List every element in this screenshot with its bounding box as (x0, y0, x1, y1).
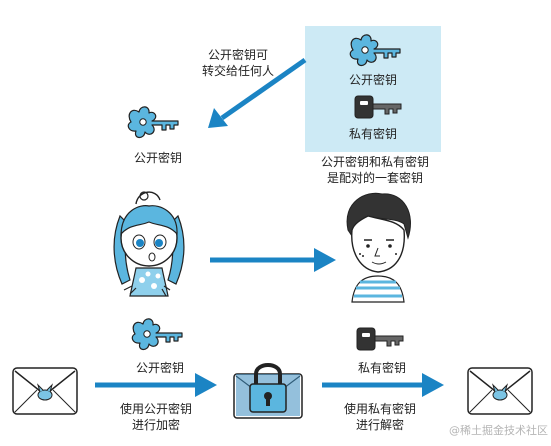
panel-private-key-label: 私有密钥 (348, 127, 397, 141)
left-public-key-label: 公开密钥 (133, 151, 182, 165)
bottom-public-key-label: 公开密钥 (135, 361, 184, 375)
encrypt-caption-line2: 进行加密 (131, 418, 180, 432)
envelope-icon (12, 367, 78, 415)
transfer-caption-line2: 转交给任何人 (201, 64, 274, 78)
transfer-caption-line1: 公开密钥可 (207, 48, 268, 62)
bottom-private-key-icon (356, 327, 404, 351)
girl-character (113, 191, 185, 297)
pair-caption-line2: 是配对的一套密钥 (326, 171, 423, 185)
man-character (346, 192, 411, 303)
padlock-icon (233, 363, 303, 419)
panel-public-key-label: 公开密钥 (348, 73, 397, 87)
pair-caption-line1: 公开密钥和私有密钥 (320, 155, 429, 169)
decrypt-caption-line1: 使用私有密钥 (343, 402, 416, 416)
envelope-icon (467, 367, 533, 415)
bottom-public-key-icon (131, 318, 183, 351)
arrow-icon (210, 248, 336, 272)
arrow-icon (95, 373, 217, 397)
encrypt-caption-line1: 使用公开密钥 (119, 402, 192, 416)
bottom-private-key-label: 私有密钥 (357, 361, 406, 375)
watermark: @稀土掘金技术社区 (449, 424, 548, 437)
arrow-icon (322, 373, 444, 397)
decrypt-caption-line2: 进行解密 (355, 418, 404, 432)
left-public-key-icon (127, 106, 179, 139)
